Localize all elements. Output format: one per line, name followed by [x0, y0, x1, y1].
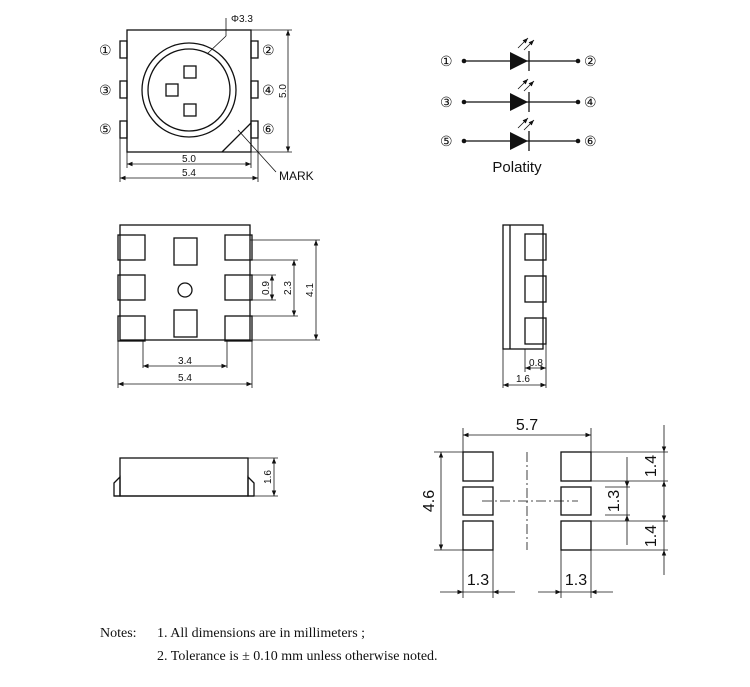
schematic-pin-5: ⑤ [440, 133, 453, 149]
notes: Notes: 1. All dimensions are in millimet… [100, 622, 740, 668]
schematic-pin-2: ② [584, 53, 597, 69]
front-body [119, 457, 249, 497]
bottom-view: 3.4 5.4 0.9 2.3 4.1 [117, 224, 320, 388]
dim-footprint-bottom: 1.4 [643, 525, 660, 547]
dim-footprint-top: 1.4 [643, 455, 660, 477]
dim-footprint-width: 5.7 [516, 417, 538, 434]
schematic-pin-1: ① [440, 53, 453, 69]
notes-line-1: Notes: 1. All dimensions are in millimet… [100, 622, 740, 645]
pin-4-label: ④ [262, 82, 275, 98]
package-outline [126, 29, 252, 153]
dim-span: 2.3 [283, 281, 294, 295]
led-3: ⑤ ⑥ [440, 117, 597, 151]
pin-6-label: ⑥ [262, 121, 275, 137]
pin-5-label: ⑤ [99, 121, 112, 137]
side-outline [502, 224, 544, 350]
dim-footprint-mid: 1.3 [606, 490, 623, 512]
led-2: ③ ④ [440, 78, 597, 112]
dim-side-pad: 0.8 [529, 358, 543, 369]
side-view: 0.8 1.6 [502, 224, 547, 388]
schematic-pin-6: ⑥ [584, 133, 597, 149]
schematic-pin-3: ③ [440, 94, 453, 110]
polarity-dot [177, 282, 193, 298]
led-1: ① ② [440, 37, 597, 71]
notes-line-2: 2. Tolerance is ± 0.10 mm unless otherwi… [100, 645, 740, 668]
dim-inner-width: 5.0 [182, 154, 196, 165]
dim-pitch: 3.4 [178, 356, 192, 367]
note-1: 1. All dimensions are in millimeters ; [157, 626, 366, 641]
footprint: 5.7 4.6 1.4 1.3 1.4 1.3 [421, 417, 668, 598]
dim-footprint-pad-left: 1.3 [467, 572, 489, 589]
dim-footprint-height: 4.6 [421, 490, 438, 512]
polarity-schematic: ① ② ③ ④ ⑤ [440, 37, 597, 176]
pin-3-label: ③ [99, 82, 112, 98]
top-view: Φ3.3 MARK ① ② ③ ④ ⑤ ⑥ 5.0 5.4 5.0 [99, 14, 314, 183]
dim-height: 5.0 [278, 84, 289, 98]
lens-outer [141, 42, 237, 138]
lens-inner [147, 48, 231, 132]
dim-pad: 0.9 [261, 281, 272, 295]
dim-bottom-height: 4.1 [305, 283, 316, 297]
dim-side-width: 1.6 [516, 374, 530, 385]
dim-footprint-pad-right: 1.3 [565, 572, 587, 589]
front-view: 1.6 [113, 457, 278, 497]
note-2: 2. Tolerance is ± 0.10 mm unless otherwi… [157, 649, 438, 664]
phi-label: Φ3.3 [231, 14, 253, 25]
dim-outer-width: 5.4 [182, 168, 196, 179]
dim-bottom-width: 5.4 [178, 373, 192, 384]
pin-2-label: ② [262, 42, 275, 58]
bottom-outline [119, 224, 251, 341]
schematic-pin-4: ④ [584, 94, 597, 110]
pin-1-label: ① [99, 42, 112, 58]
polarity-caption: Polatity [492, 159, 542, 176]
notes-label: Notes: [100, 626, 137, 641]
mark-label: MARK [279, 169, 314, 183]
dim-front-height: 1.6 [263, 470, 274, 484]
